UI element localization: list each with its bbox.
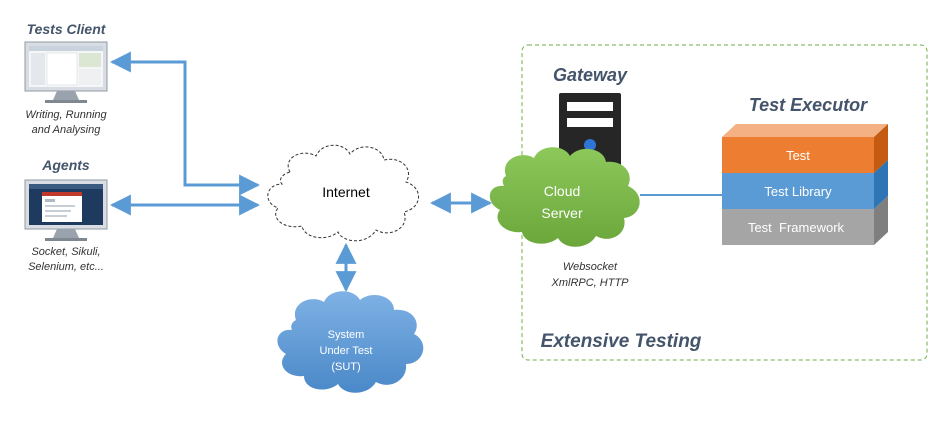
tests-client-monitor-icon [24,41,108,103]
layer-test-library [722,173,874,209]
protocols-line2: XmlRPC, HTTP [551,277,630,289]
protocols-line1: Websocket [563,261,618,273]
cloud-server-label-line2: Server [541,205,583,221]
sut-label-line1: System [328,329,365,341]
test-executor-title: Test Executor [749,95,868,115]
test-executor-stack [722,124,888,245]
agents: Agents Socket, Sikuli, Selenium, etc... [24,157,108,273]
internet-label: Internet [322,184,370,200]
gateway-server-icon [559,93,621,171]
internet-cloud-icon [267,144,419,242]
sut-cloud-icon [277,291,424,393]
tests-client-caption-line2: and Analysing [32,124,102,136]
layer-test-framework-label: Test Framework [748,220,845,235]
layer-test-label: Test [786,148,810,163]
agents-title: Agents [41,157,90,173]
cloud-server-icon [489,147,640,247]
layer-test-framework [722,209,874,245]
cloud-server-label-line1: Cloud [544,183,581,199]
agents-monitor-icon [24,179,108,241]
tests-client-caption-line1: Writing, Running [25,109,107,121]
tests-client: Tests Client Writing, Running and Analys… [24,21,108,136]
layer-test [722,137,874,173]
tests-client-internet-connector [109,51,261,196]
agents-caption-line1: Socket, Sikuli, [31,246,100,258]
layer-test-library-label: Test Library [764,184,832,199]
gateway-title: Gateway [553,65,628,85]
tests-client-title: Tests Client [27,21,107,37]
sut-label-line2: Under Test [320,345,373,357]
sut-label-line3: (SUT) [331,361,360,373]
extensive-testing-label: Extensive Testing [541,331,702,352]
agents-caption-line2: Selenium, etc... [28,261,104,273]
